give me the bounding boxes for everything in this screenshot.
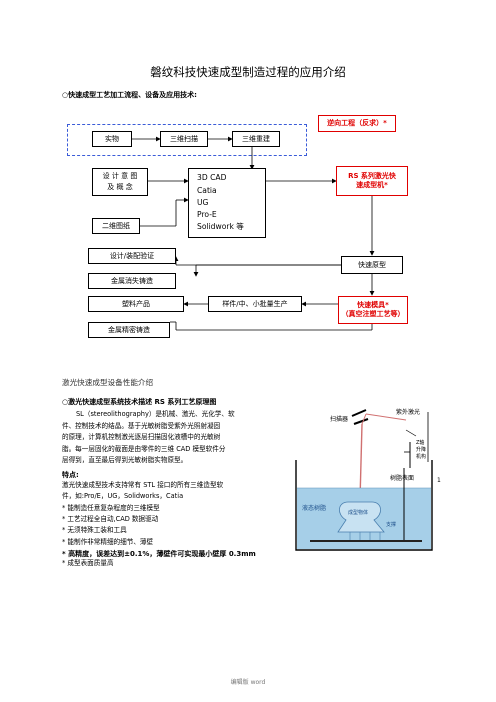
reverse-engineering-region [67,124,307,156]
box-trial-production: 样件/中、小批量生产 [208,296,302,312]
label-liquid-resin: 液态树脂 [302,504,326,512]
feature-bullet: * 无须特殊工装和工具 [62,526,127,535]
box-design-concept: 设 计 意 图 及 概 念 [92,168,148,196]
box-rapid-mold: 快速模具* （真空注塑工艺等） [338,296,408,324]
paragraph-line: 层得到，直至最后得到光敏树脂实物原型。 [62,456,188,465]
feature-bullet: * 能制造任意复杂程度的三维模型 [62,504,160,512]
feature-bullet: * 工艺过程全自动,CAD 数据驱动 [62,515,159,524]
label-z-axis-3: 机构 [416,453,426,460]
box-2d-drawing: 二维图纸 [92,218,140,234]
page-title: 磐纹科技快速成型制造过程的应用介绍 [150,65,346,79]
sla-heading: ○激光快速成型系统技术描述 RS 系列工艺原理图 [62,398,217,406]
sla-paragraph: SL（stereolithography）是机械、激光、光化学、软 件、控制技术… [62,409,292,467]
surface-quality-bullet: * 成型表面质量高 [62,559,114,567]
paragraph-line: 的原理，计算机控制激光逐层扫描固化液槽中的光敏树 [62,433,221,442]
z-axis-mechanism [404,412,429,468]
cad-item: Solidwork 等 [197,222,244,232]
label-scanner: 扫描器 [330,415,348,423]
section1-heading: ○快速成型工艺加工流程、设备及应用技术: [62,91,197,99]
box-design-verify: 设计/装配验证 [88,248,176,264]
box-rapid-prototype: 快速原型 [341,256,403,274]
box-cad-software: 3D CAD Catia UG Pro-E Solidwork 等 [188,168,266,238]
rs-machine-line-1: RS 系列激光快 [348,171,396,180]
design-concept-line-1: 设 计 意 图 [102,172,138,180]
feature-bullets: * 能制造任意复杂程度的三维模型 * 工艺过程全自动,CAD 数据驱动 * 无须… [62,503,160,548]
label-z-axis-1: Z轴 [416,439,424,446]
design-concept-line-2: 及 概 念 [107,183,133,191]
box-3d-scan: 三维扫描 [160,131,208,147]
rapid-mold-line-1: 快速模具* [357,300,389,309]
sla-principle-diagram: 紫外激光 扫描器 Z轴 升降 机构 树脂表面 液态树脂 成型物体 支撑 1 [295,408,441,551]
box-plastic-product: 塑料产品 [88,296,184,312]
box-metal-lost-casting: 金属消失铸造 [88,273,176,289]
features-intro-line: 件，如:Pro/E，UG，Solidworks，Catia [62,492,184,501]
box-rs-laser-machine: RS 系列激光快 速成型机* [336,166,408,196]
built-part [337,501,385,540]
cad-item: Pro-E [197,210,217,220]
cad-item: UG [197,197,209,207]
feature-bullet: * 能制作非常精细的细节、薄壁 [62,537,154,546]
label-uv-laser: 紫外激光 [396,408,420,416]
label-side-mark: 1 [437,477,441,484]
rapid-mold-line-2: （真空注塑工艺等） [341,310,405,318]
build-platform [310,540,422,542]
section2-heading: 激光快速成型设备性能介绍 [62,378,154,387]
cad-item: 3D CAD [197,173,227,183]
laser-beam [359,413,407,501]
paragraph-line: SL（stereolithography）是机械、激光、光化学、软 [76,410,235,418]
features-heading: 特点: [62,471,79,479]
label-support: 支撑 [386,521,396,528]
label-resin-surface: 树脂表面 [390,474,414,482]
box-precision-casting: 金属精密铸造 [88,322,170,338]
page-footer: 编辑版 word [230,679,266,686]
features-intro-line: 激光快速成型技术支持常有 STL 接口的所有三维造型软 [62,481,224,489]
box-physical-object: 实物 [92,131,132,147]
paragraph-line: 脂。每一层固化的截面是由零件的三维 CAD 模型软件分 [62,444,226,453]
rs-machine-line-2: 速成型机* [356,181,388,189]
scanner-mirror [351,409,369,425]
box-reverse-engineering: 逆向工程（反求）* [318,115,396,132]
cad-item: Catia [197,185,217,195]
paragraph-line: 件、控制技术的结晶。基于光敏树脂受紫外光照射凝固 [62,421,221,430]
features-intro: 激光快速成型技术支持常有 STL 接口的所有三维造型软 件，如:Pro/E，UG… [62,480,294,502]
label-formed-part: 成型物体 [348,509,368,516]
precision-bullet: * 高精度，误差达到±0.1%，薄壁件可实现最小壁厚 0.3mm [62,550,256,558]
label-z-axis-2: 升降 [416,446,426,453]
box-3d-reconstruct: 三维重建 [232,131,280,147]
